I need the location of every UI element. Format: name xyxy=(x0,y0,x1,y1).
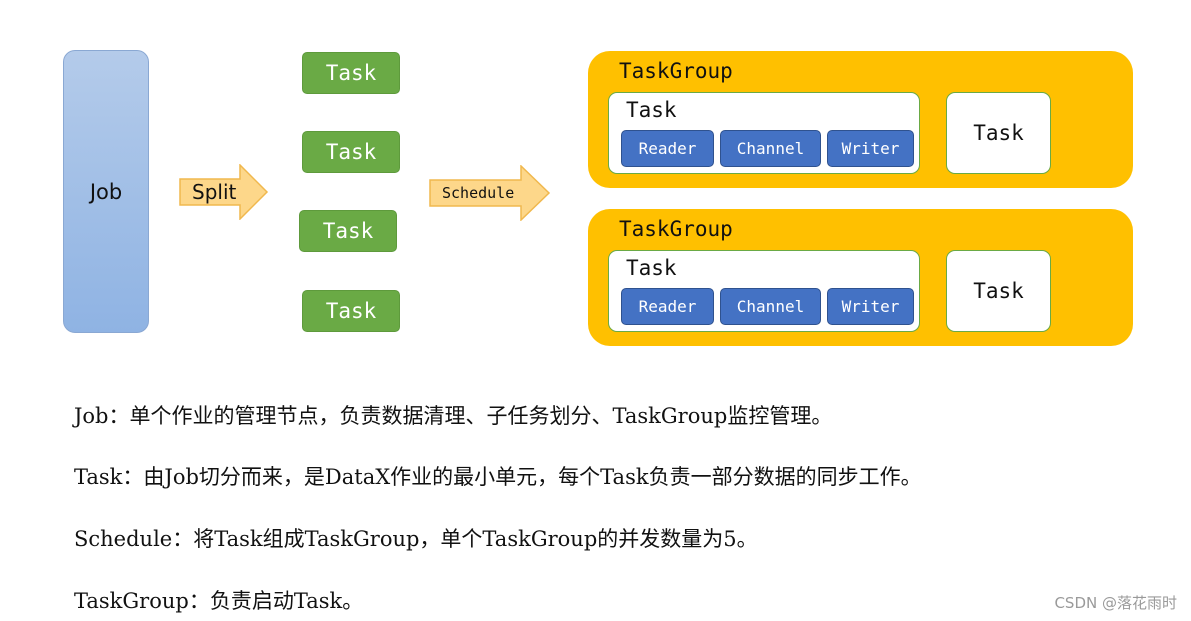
split-task-label: Task xyxy=(325,299,377,323)
job-label: Job xyxy=(89,179,123,204)
split-task-label: Task xyxy=(325,61,377,85)
channel-component: Channel xyxy=(720,130,821,167)
taskgroup-side-task: Task xyxy=(946,250,1051,332)
taskgroup-inner-task: Task Reader Channel Writer xyxy=(608,92,920,174)
reader-component: Reader xyxy=(621,288,714,325)
taskgroup-title: TaskGroup xyxy=(619,217,733,241)
inner-task-title: Task xyxy=(626,98,677,122)
split-task-label: Task xyxy=(325,140,377,164)
desc-job: Job：单个作业的管理节点，负责数据清理、子任务划分、TaskGroup监控管理… xyxy=(74,404,833,428)
desc-schedule: Schedule：将Task组成TaskGroup，单个TaskGroup的并发… xyxy=(74,527,758,551)
split-task-3: Task xyxy=(299,210,397,252)
split-task-2: Task xyxy=(302,131,400,173)
schedule-arrow: Schedule xyxy=(429,165,551,221)
taskgroup-title: TaskGroup xyxy=(619,59,733,83)
side-task-label: Task xyxy=(973,121,1024,145)
writer-component: Writer xyxy=(827,288,914,325)
desc-taskgroup: TaskGroup：负责启动Task。 xyxy=(74,589,364,613)
channel-label: Channel xyxy=(736,297,805,316)
split-task-1: Task xyxy=(302,52,400,94)
writer-component: Writer xyxy=(827,130,914,167)
job-node: Job xyxy=(63,50,149,333)
writer-label: Writer xyxy=(841,297,900,316)
writer-label: Writer xyxy=(841,139,900,158)
channel-component: Channel xyxy=(720,288,821,325)
desc-task: Task：由Job切分而来，是DataX作业的最小单元，每个Task负责一部分数… xyxy=(74,465,922,489)
reader-label: Reader xyxy=(638,139,697,158)
split-label: Split xyxy=(192,180,237,204)
schedule-label: Schedule xyxy=(442,184,515,202)
reader-component: Reader xyxy=(621,130,714,167)
watermark: CSDN @落花雨时 xyxy=(1054,594,1177,612)
channel-label: Channel xyxy=(736,139,805,158)
split-task-4: Task xyxy=(302,290,400,332)
taskgroup-side-task: Task xyxy=(946,92,1051,174)
side-task-label: Task xyxy=(973,279,1024,303)
reader-label: Reader xyxy=(638,297,697,316)
taskgroup-1: TaskGroup Task Reader Channel Writer Tas… xyxy=(588,51,1133,188)
split-task-label: Task xyxy=(322,219,374,243)
split-arrow: Split xyxy=(179,164,269,220)
taskgroup-inner-task: Task Reader Channel Writer xyxy=(608,250,920,332)
taskgroup-2: TaskGroup Task Reader Channel Writer Tas… xyxy=(588,209,1133,346)
inner-task-title: Task xyxy=(626,256,677,280)
